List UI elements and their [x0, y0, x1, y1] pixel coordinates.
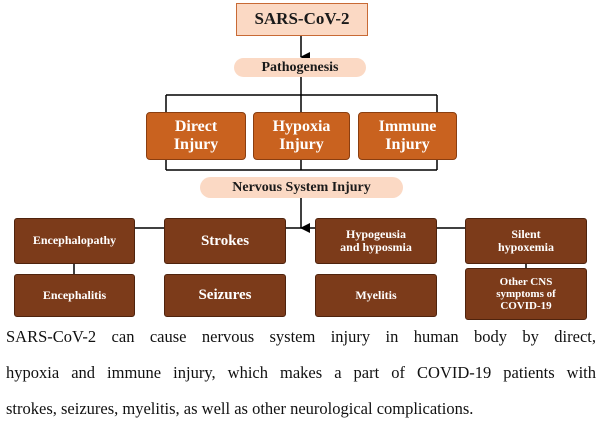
immune-injury-line1: Immune [378, 118, 437, 136]
nervous-system-injury-label: Nervous System Injury [200, 177, 403, 198]
hypoxia-injury-box: Hypoxia Injury [253, 112, 350, 160]
encephalitis-label: Encephalitis [42, 287, 107, 302]
caption-line-3: strokes, seizures, myelitis, as well as … [6, 399, 474, 418]
silent-hypoxemia-line2: hypoxemia [497, 240, 554, 254]
seizures-box: Seizures [164, 274, 286, 317]
figure-caption: SARS-CoV-2 can cause nervous system inju… [6, 319, 596, 427]
caption-line-2: hypoxia and immune injury, which makes a… [6, 363, 596, 382]
caption-line-1: SARS-CoV-2 can cause nervous system inju… [6, 327, 596, 346]
immune-injury-box: Immune Injury [358, 112, 457, 160]
silent-hypoxemia-line1: Silent [511, 226, 541, 241]
encephalitis-box: Encephalitis [14, 274, 135, 317]
seizures-label: Seizures [198, 287, 252, 304]
immune-injury-line2: Injury [385, 136, 430, 153]
hypoxia-injury-line2: Injury [279, 136, 324, 153]
sars-cov-2-box: SARS-CoV-2 [236, 3, 368, 36]
pathogenesis-label: Pathogenesis [234, 58, 366, 77]
myelitis-label: Myelitis [355, 287, 397, 302]
hypogeusia-box: Hypogeusia and hyposmia [315, 218, 437, 264]
hypogeusia-line2: and hyposmia [340, 240, 412, 254]
encephalopathy-box: Encephalopathy [14, 218, 135, 264]
encephalopathy-label: Encephalopathy [32, 233, 117, 248]
other-cns-line3: COVID-19 [500, 300, 552, 313]
hypoxia-injury-line1: Hypoxia [272, 118, 331, 136]
pathogenesis-diagram: SARS-CoV-2 Pathogenesis Direct Injury Hy… [14, 3, 587, 320]
other-cns-line1: Other CNS [499, 275, 553, 288]
other-cns-box: Other CNS symptoms of COVID-19 [465, 268, 587, 320]
myelitis-box: Myelitis [315, 274, 437, 317]
silent-hypoxemia-box: Silent hypoxemia [465, 218, 587, 264]
strokes-label: Strokes [200, 232, 250, 249]
strokes-box: Strokes [164, 218, 286, 264]
direct-injury-line2: Injury [173, 136, 219, 153]
direct-injury-box: Direct Injury [146, 112, 246, 160]
direct-injury-line1: Direct [174, 118, 218, 136]
other-cns-line2: symptoms of [496, 287, 556, 300]
hypogeusia-line1: Hypogeusia [345, 226, 406, 241]
